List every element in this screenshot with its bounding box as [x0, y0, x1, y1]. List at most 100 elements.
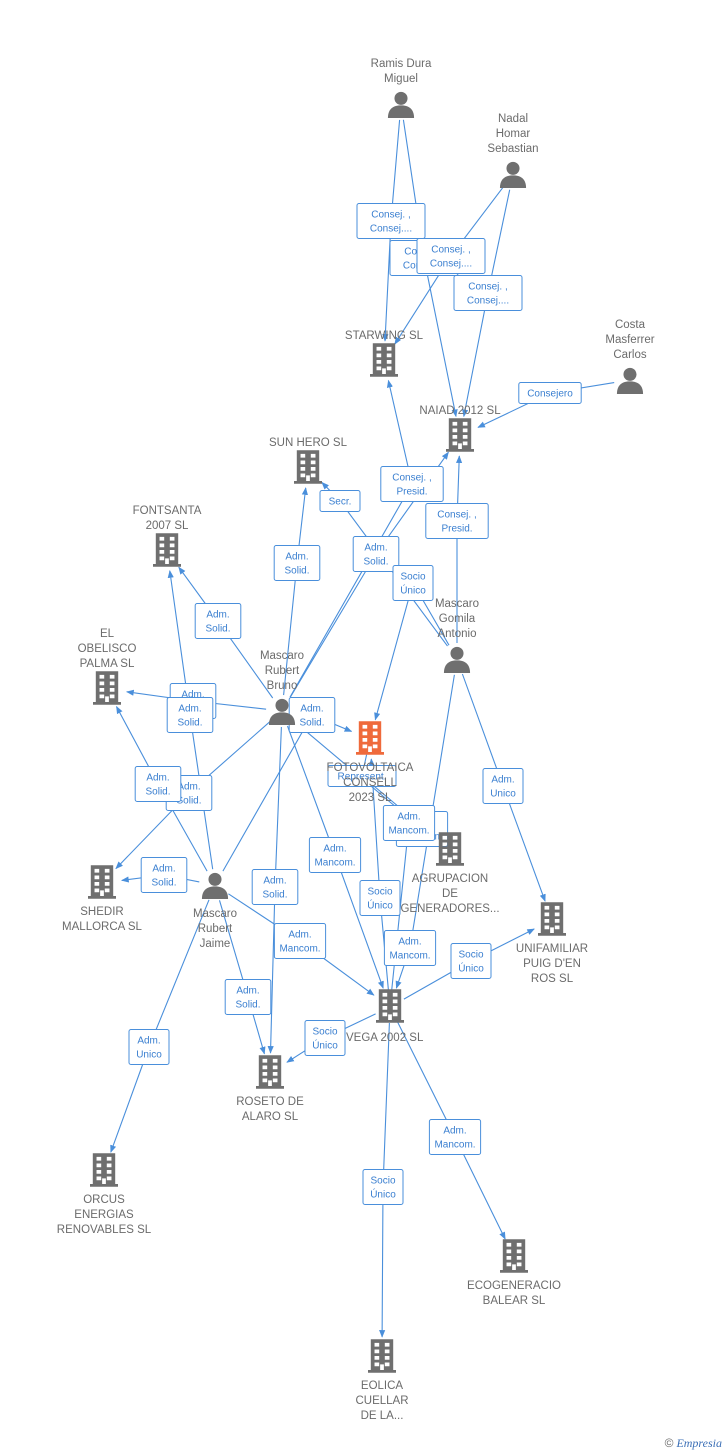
edge-label-costa-naiad[interactable]: Consejero	[518, 382, 582, 404]
edge-label-bruno-vega[interactable]: Adm.Mancom.	[308, 837, 362, 873]
edge-label-text: Represent.	[338, 772, 387, 783]
node-label: Nadal	[498, 113, 528, 125]
node-label: Miguel	[384, 73, 418, 85]
edge-label-text: Unico	[136, 1050, 162, 1061]
edge-label-bruno-naiad[interactable]: Adm.Solid.	[352, 536, 400, 572]
edge-label-ramis-starwing[interactable]: Consej. ,Consej....	[356, 203, 426, 239]
edge-label-bruno-roseto[interactable]: Adm.Solid.	[251, 869, 299, 905]
edge-label-text: Adm.	[491, 775, 514, 786]
edge-label-jaime-vega[interactable]: Adm.Mancom.	[273, 923, 327, 959]
edge-label-box	[308, 837, 362, 873]
node-label: FOTOVOLTAICA	[327, 762, 414, 774]
edge-label-bruno-sunhero[interactable]: Adm.Solid.	[273, 545, 321, 581]
edge-label-box	[224, 979, 272, 1015]
node-label: Masferrer	[605, 334, 654, 346]
building-icon	[538, 902, 566, 936]
node-naiad[interactable]: NAIAD 2012 SL	[419, 405, 501, 452]
edge-label-jaime-orcus[interactable]: Adm.Unico	[128, 1029, 170, 1065]
node-label: ROSETO DE	[236, 1096, 304, 1108]
edge-label-text: Adm.	[398, 937, 421, 948]
edge-label-text: Secr.	[329, 497, 352, 508]
node-label: STARWING SL	[345, 330, 424, 342]
edge-label-text: Solid.	[262, 890, 287, 901]
edge-label-text: Adm.	[443, 1126, 466, 1137]
edge-label-box	[134, 766, 182, 802]
edge-label-text: Socio	[458, 950, 483, 961]
edge-label-text: Adm.	[146, 773, 169, 784]
edge-label-box	[453, 275, 523, 311]
node-label: Sebastian	[487, 143, 538, 155]
edge-label-text: Solid.	[235, 1000, 260, 1011]
edge-label-gomila-sunhero[interactable]: Secr.	[319, 490, 361, 512]
edge-label-text: Consej. ,	[437, 510, 476, 521]
edge-label-fotovoltaica-agrupacion[interactable]: Represent.	[327, 765, 397, 787]
edge-label-gomila-naiad[interactable]: Consej. ,Presid.	[425, 503, 489, 539]
node-label: GENERADORES...	[400, 903, 499, 915]
edge-label-vega-ecogeneracio[interactable]: Adm. Mancom.	[428, 1119, 482, 1155]
edge-label-box	[304, 1020, 346, 1056]
node-label: 2007 SL	[146, 520, 189, 532]
edge-label-text: Adm.	[364, 543, 387, 554]
building-icon	[90, 1153, 118, 1187]
edge-label-jaime-roseto[interactable]: Adm.Solid.	[224, 979, 272, 1015]
edge-label-box	[327, 765, 397, 787]
edge-label-text: Solid.	[176, 796, 201, 807]
edge-label-jaime-fontsanta[interactable]: Adm.Solid.	[166, 697, 214, 733]
edge-label-box	[273, 545, 321, 581]
edge-label-bruno-fontsanta[interactable]: Adm.Solid.	[194, 603, 242, 639]
edge-label-vega-agrupacion[interactable]: Adm.Mancom.	[382, 805, 436, 841]
edge-label-text: Adm.	[285, 552, 308, 563]
edge-label-text: Solid.	[299, 718, 324, 729]
edge-label-text: Unico	[490, 789, 516, 800]
edge-label-text: Consej. ,	[468, 282, 507, 293]
edge-label-jaime-shedir[interactable]: Adm.Solid.	[140, 857, 188, 893]
node-label: OBELISCO	[78, 643, 137, 655]
edge-label-gomila-vega[interactable]: Adm.Mancom.	[383, 930, 437, 966]
person-icon	[201, 872, 229, 899]
edge-label-box	[482, 768, 524, 804]
edge-label-text: Consej. ,	[371, 210, 410, 221]
edge-label-text: Socio	[370, 1176, 395, 1187]
node-label: Bruno	[267, 680, 298, 692]
node-label: Mascaro	[193, 908, 237, 920]
node-label: 2023 SL	[349, 792, 392, 804]
node-vega[interactable]: VEGA 2002 SL	[346, 989, 424, 1044]
node-agrupacion[interactable]: AGRUPACIONDEGENERADORES...	[400, 832, 500, 915]
edge-label-bruno-starwing[interactable]: Consej. ,Presid.	[380, 466, 444, 502]
edge-label-text: Único	[367, 899, 393, 912]
edge-label-nadal-naiad[interactable]: Consej. ,Consej....	[453, 275, 523, 311]
edge-label-text: Mancom.	[434, 1140, 475, 1151]
edge-label-gomila-unifamiliar[interactable]: Adm. Unico	[482, 768, 524, 804]
building-icon	[256, 1055, 284, 1089]
node-starwing[interactable]: STARWING SL	[345, 330, 424, 377]
edge-label-box	[356, 203, 426, 239]
edge-label-jaime-fotovoltaica[interactable]: Adm.Solid.	[288, 697, 336, 733]
edge-label-jaime-obelisco[interactable]: Adm.Solid.	[134, 766, 182, 802]
edge-label-text: Socio	[400, 572, 425, 583]
edge-label-text: Consej. ,	[431, 245, 470, 256]
building-icon	[153, 533, 181, 567]
node-label: Rubert	[198, 923, 233, 935]
node-sunhero[interactable]: SUN HERO SL	[269, 437, 348, 484]
edge-label-nadal-starwing[interactable]: Consej. ,Consej....	[416, 238, 486, 274]
